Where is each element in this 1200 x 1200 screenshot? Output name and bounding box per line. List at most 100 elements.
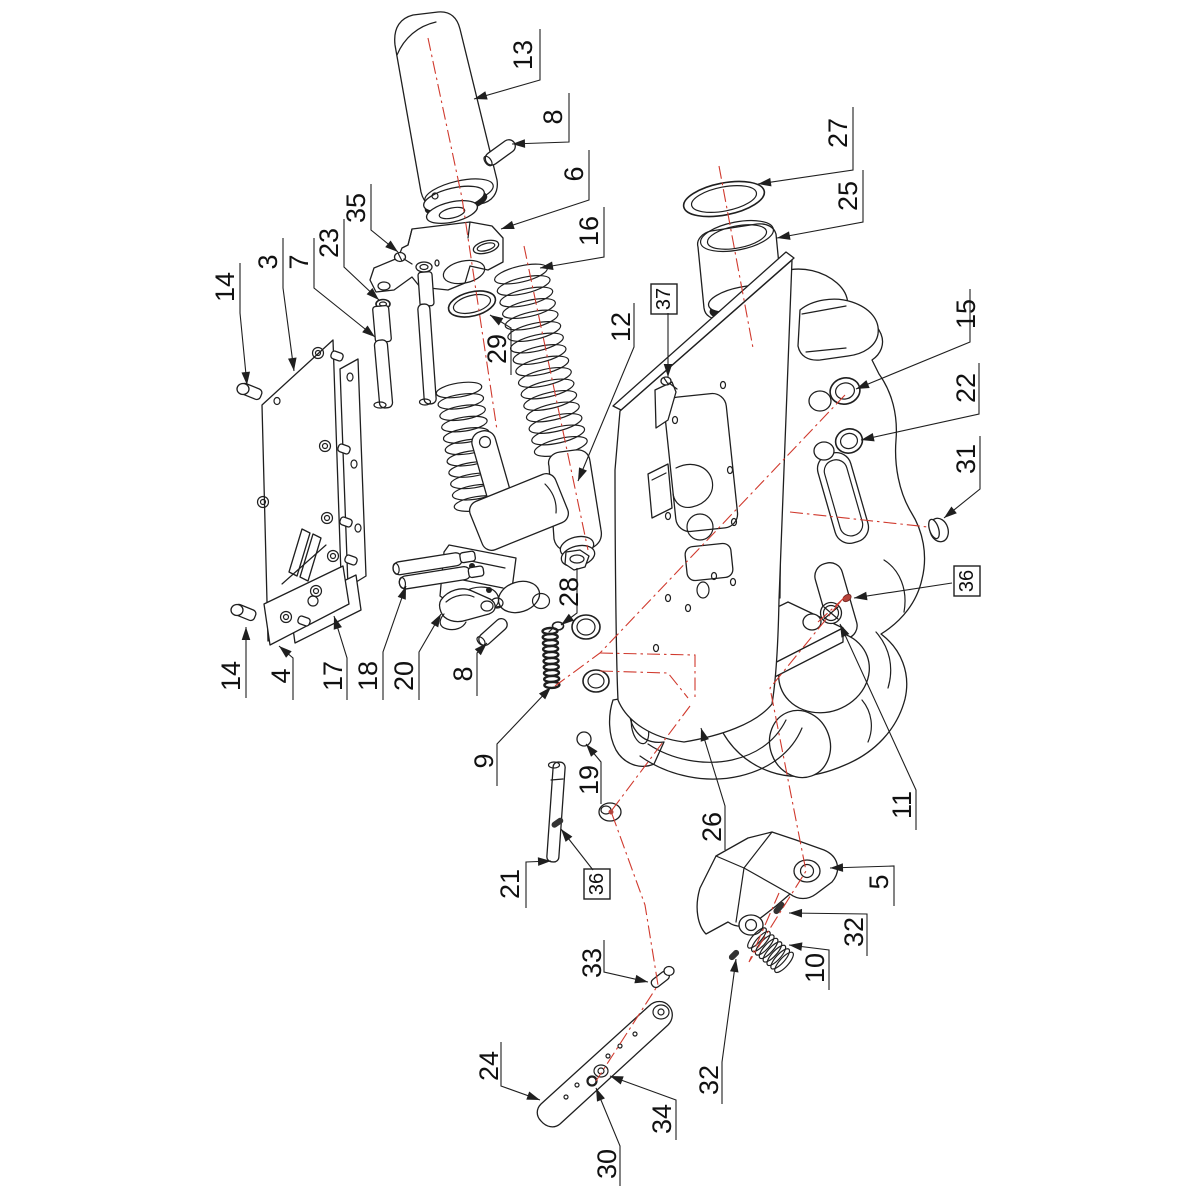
- arrowhead: [586, 744, 598, 757]
- callout-24: 24: [474, 1042, 541, 1101]
- leader-line: [313, 238, 376, 338]
- arrowhead: [856, 380, 870, 389]
- leader-line: [500, 150, 590, 230]
- callout-28: 28: [554, 568, 584, 626]
- callout-13: 13: [473, 29, 541, 100]
- twin-pin-18: [392, 550, 485, 590]
- buffer-12: [547, 449, 603, 571]
- leader-line: [788, 912, 868, 956]
- leader-line: [595, 1087, 621, 1186]
- lever-24: [536, 1000, 673, 1128]
- callout-number: 35: [341, 193, 371, 223]
- callout-16: 16: [539, 207, 605, 271]
- wall-top-edge: [612, 251, 795, 411]
- leader-line: [282, 238, 295, 372]
- centerline: [427, 37, 498, 431]
- cover-plate-assembly: [230, 339, 367, 646]
- leader-line: [539, 207, 605, 269]
- arrowhead: [777, 231, 791, 240]
- pin-33: [650, 965, 675, 989]
- centerline: [611, 705, 691, 811]
- bottom-plate-front: [263, 565, 350, 646]
- callout-34: 34: [609, 1075, 677, 1140]
- callout-25: 25: [776, 170, 864, 240]
- arrowhead: [944, 506, 957, 518]
- spring-9: [541, 626, 561, 690]
- callout-14: 14: [210, 263, 251, 386]
- wall-window-upper: [663, 392, 739, 533]
- leader-line: [788, 944, 830, 990]
- leader-line: [500, 1042, 541, 1101]
- callout-6: 6: [500, 150, 590, 230]
- receiver-left-wall: [612, 251, 795, 743]
- callout-number: 30: [592, 1149, 622, 1179]
- callout-33: 33: [577, 940, 649, 984]
- callout-number: 7: [284, 254, 314, 269]
- arrowhead: [474, 91, 488, 100]
- ring-34: [593, 1064, 609, 1078]
- arrowhead: [537, 857, 551, 866]
- leader-line: [333, 615, 348, 700]
- callout-number: 10: [800, 953, 830, 983]
- callout-number: 14: [210, 272, 240, 302]
- callout-5: 5: [829, 863, 895, 906]
- centerline: [523, 245, 589, 551]
- callout-31: 31: [943, 436, 981, 519]
- callout-11: 11: [839, 623, 917, 830]
- plate-screws: [256, 346, 358, 627]
- callout-number: 17: [318, 661, 348, 691]
- arrowhead: [241, 627, 251, 640]
- leader-line: [511, 93, 570, 145]
- eye-hole: [478, 435, 492, 449]
- callout-number: 27: [823, 118, 853, 148]
- callout-8: 8: [448, 642, 488, 696]
- leader-line: [860, 363, 980, 441]
- hammer-assembly: [435, 381, 570, 615]
- leader-line: [382, 585, 407, 700]
- leader-line: [525, 860, 552, 908]
- leader-line: [473, 29, 541, 100]
- arrowhead: [526, 1091, 540, 1100]
- callout-number: 13: [508, 40, 538, 70]
- arrowhead: [366, 287, 379, 300]
- arrowhead: [561, 829, 573, 842]
- callout-23: 23: [314, 219, 380, 301]
- leader-line: [839, 623, 917, 830]
- plug-31: [928, 517, 949, 543]
- arrowhead: [385, 240, 398, 252]
- arrowhead: [561, 613, 574, 625]
- retainer-ring-27: [682, 180, 766, 218]
- callout-number: 14: [216, 661, 246, 691]
- leader-line: [496, 686, 552, 786]
- callout-14: 14: [216, 627, 251, 698]
- callout-12: 12: [577, 303, 636, 482]
- callout-number: 9: [469, 753, 499, 768]
- rod-7a: [372, 304, 394, 409]
- callout-15: 15: [855, 289, 981, 390]
- sight-hump: [797, 298, 879, 361]
- callout-18: 18: [353, 585, 407, 700]
- arrowhead: [700, 728, 709, 742]
- leader-line: [853, 582, 953, 599]
- callout-number: 22: [951, 373, 981, 403]
- screw-37: [660, 376, 678, 390]
- leader-line: [776, 170, 864, 239]
- callout-20: 20: [389, 613, 442, 700]
- centerline: [817, 596, 846, 623]
- parts-lineart: [230, 11, 949, 1128]
- screw-32-upper: [773, 901, 785, 915]
- callout-19: 19: [574, 743, 604, 804]
- callout-26: 26: [697, 727, 727, 850]
- arrowhead: [854, 591, 868, 601]
- leader-line: [829, 865, 895, 906]
- leader-line: [239, 263, 248, 386]
- pin-8-upper: [483, 139, 516, 167]
- callout-number: 5: [864, 874, 894, 889]
- callout-box: [650, 283, 678, 315]
- callout-number: 23: [314, 228, 344, 258]
- callout-3: 3: [253, 238, 297, 372]
- screw-14-lower: [230, 603, 257, 622]
- arrowhead: [241, 371, 251, 385]
